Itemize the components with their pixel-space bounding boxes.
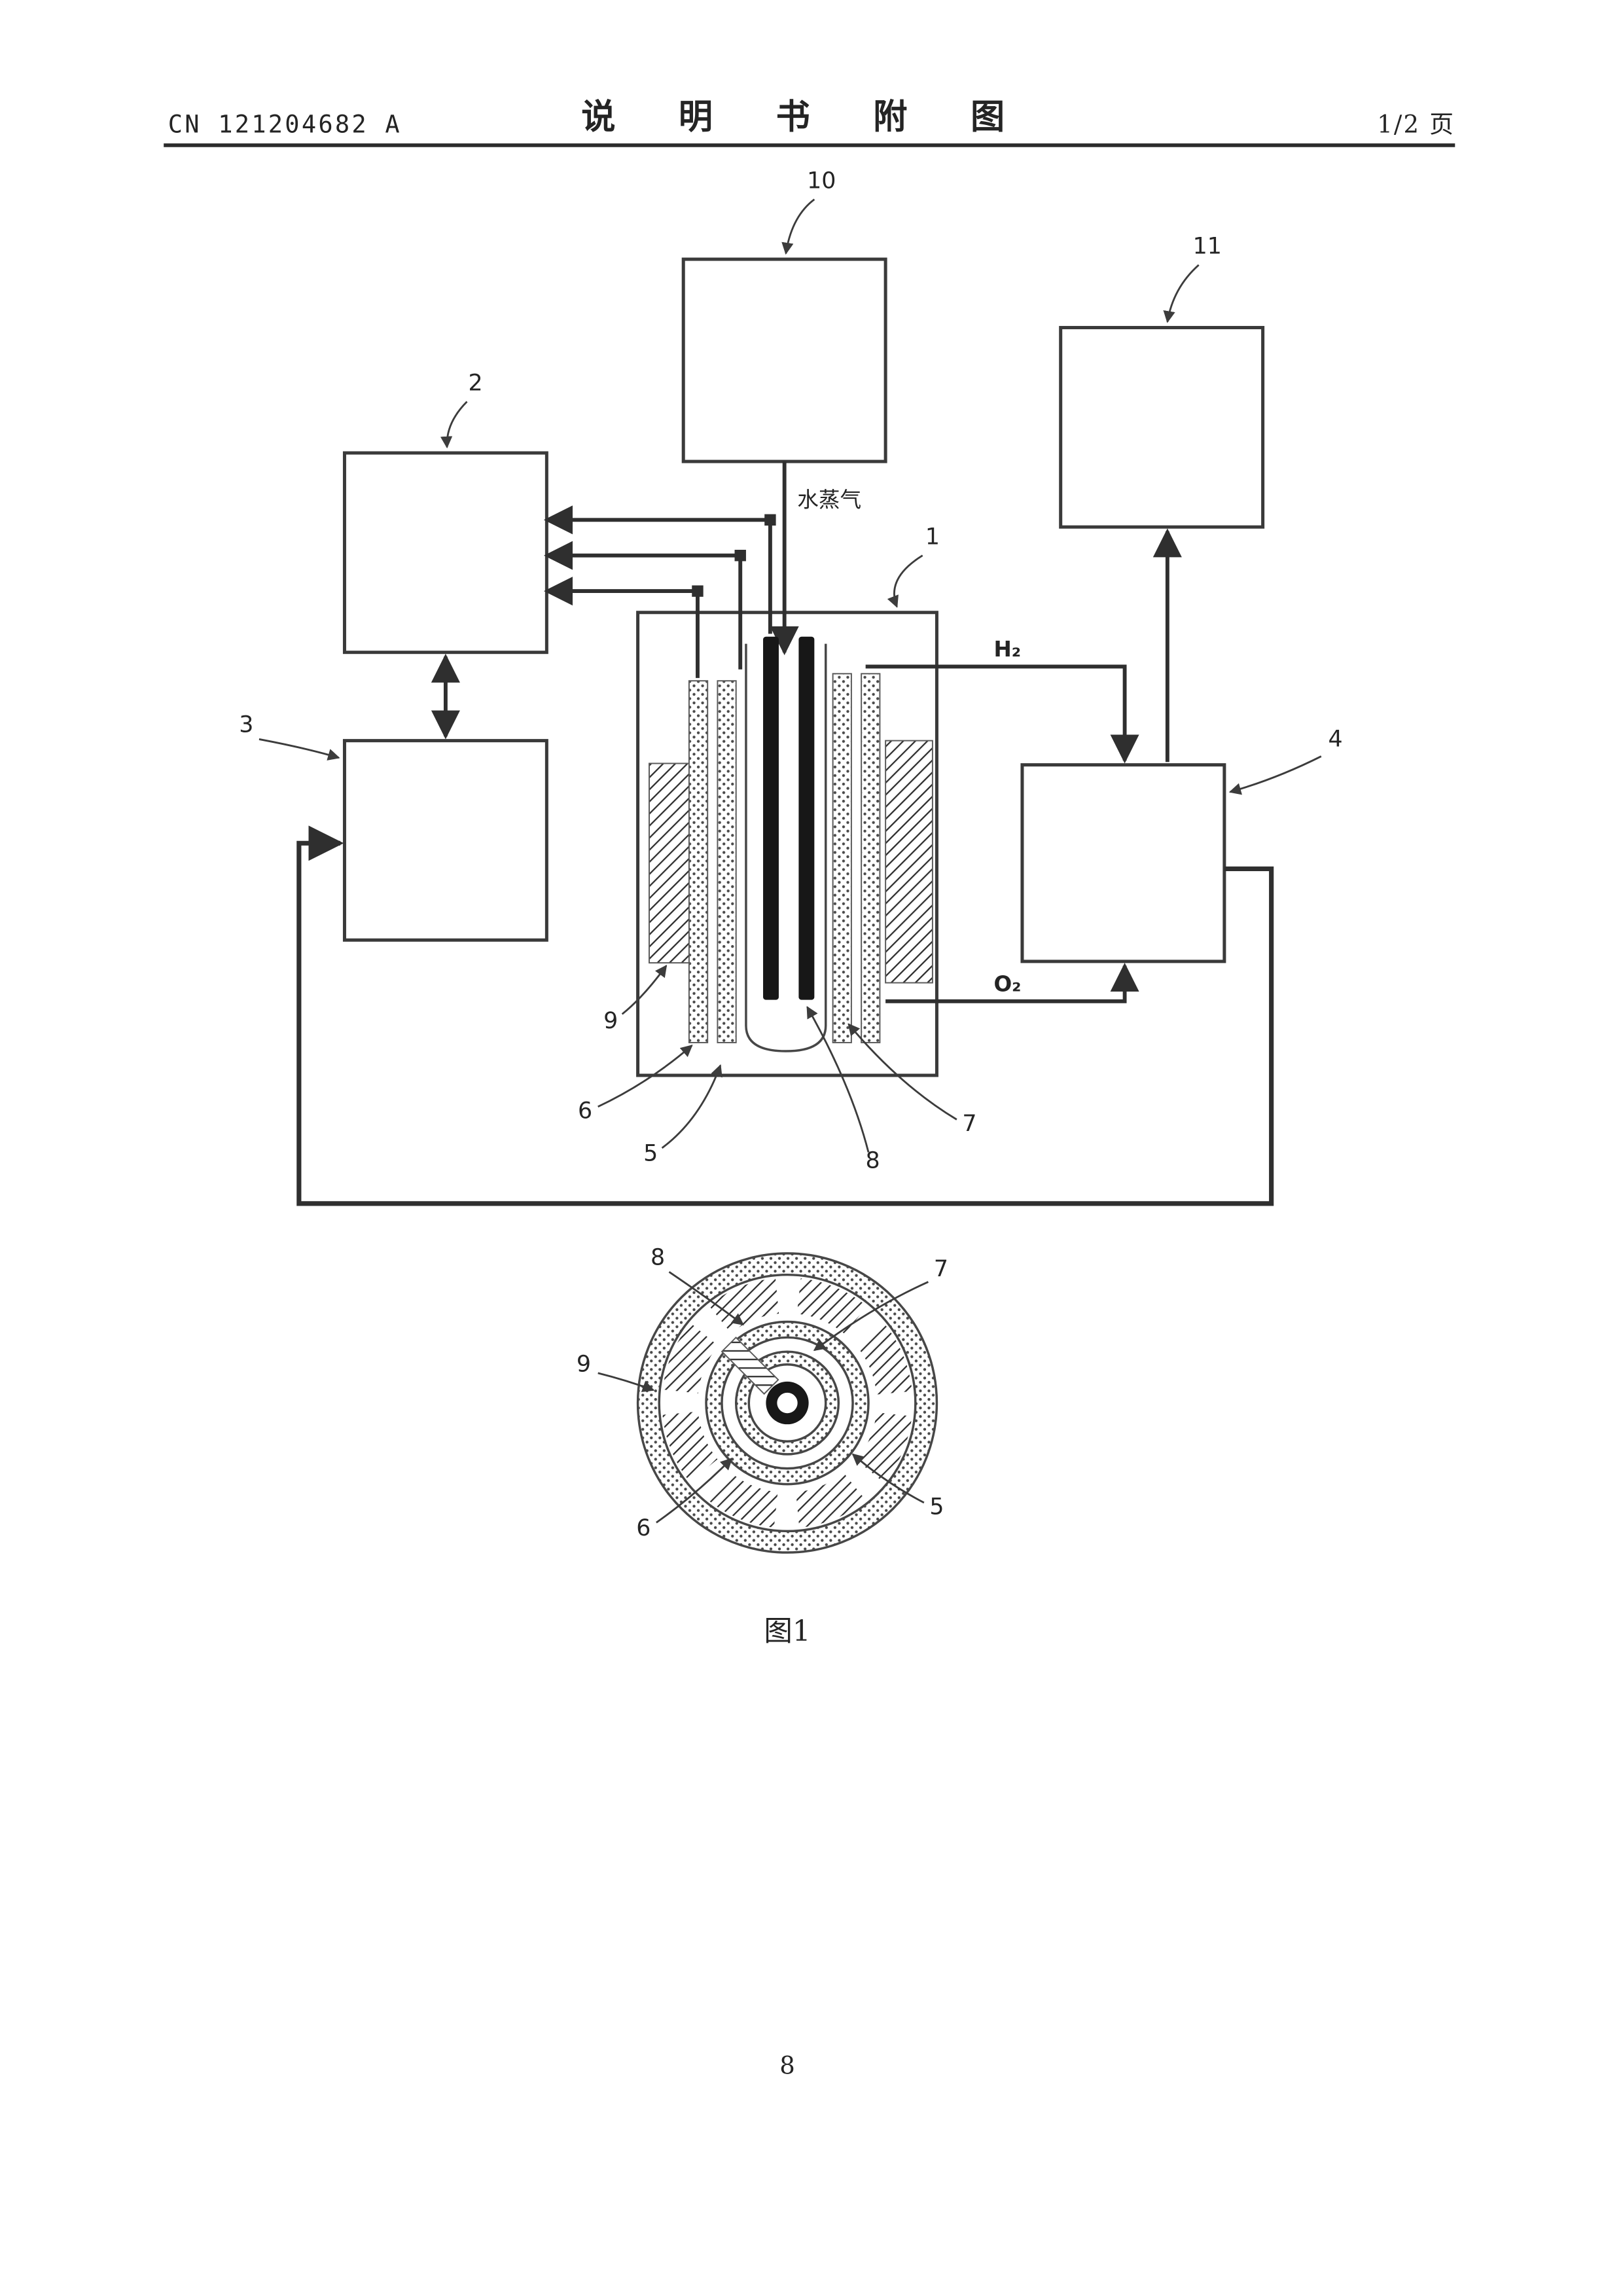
leader-8-fig1b	[668, 1271, 745, 1325]
h2-line	[865, 664, 1139, 764]
ref-10: 10	[807, 168, 836, 194]
ref-2: 2	[469, 370, 483, 396]
ref-3: 3	[239, 712, 253, 738]
leader-10	[781, 198, 815, 255]
heater-block-right	[885, 740, 933, 984]
figure-caption: 图1	[764, 1615, 810, 1648]
leader-9-fig1b	[597, 1372, 655, 1392]
mid-tube-outer-outline	[705, 1320, 870, 1486]
block-11-gas-storage	[1059, 326, 1265, 529]
label-water-vapor: 水蒸气	[797, 488, 861, 512]
wire-junction-dot-2	[734, 550, 746, 562]
outer-shell-outline	[636, 1252, 938, 1554]
header-title: 说 明 书 附 图	[581, 98, 1030, 137]
wire-junction-dot-1	[764, 514, 776, 526]
fig1-callouts: 10 11 2 1 3 4 9 6 5 8 7	[239, 168, 1342, 1174]
block-10-steam-source	[681, 257, 887, 463]
leader-6-fig1	[597, 1045, 693, 1108]
leader-5-fig1b	[851, 1453, 925, 1504]
mid-stippled-tube	[706, 1321, 869, 1484]
tube-wall-inner-right	[832, 673, 852, 1043]
inner-stippled-tube	[736, 1352, 839, 1454]
label-h2: H₂	[993, 637, 1021, 662]
cross-section-view	[636, 1252, 938, 1554]
leader-6-fig1b	[656, 1458, 733, 1524]
ref-11: 11	[1193, 233, 1222, 259]
page-number: 8	[779, 2052, 795, 2080]
mid-tube-inner-outline	[721, 1336, 854, 1470]
central-electrode-bore	[777, 1392, 798, 1414]
tube-wall-outer-right	[861, 673, 881, 1043]
leader-9-fig1	[621, 964, 668, 1015]
o2-line	[885, 963, 1139, 1003]
ref-8-fig1b: 8	[651, 1244, 665, 1270]
ref-6-fig1b: 6	[636, 1515, 651, 1541]
electrode-rod-right	[798, 636, 815, 1000]
inner-tube-inner-outline	[747, 1363, 827, 1443]
header-page-indicator: 1/2 页	[1377, 110, 1455, 138]
ref-6-fig1: 6	[578, 1098, 592, 1124]
electrode-rod-left	[763, 636, 779, 1000]
outer-shell-inner-outline	[658, 1273, 917, 1533]
ref-7-fig1b: 7	[934, 1256, 948, 1282]
outer-stippled-shell	[637, 1253, 937, 1553]
return-loop-line	[296, 825, 1274, 1206]
connection-lines	[296, 461, 1274, 1206]
hatched-vane	[721, 1336, 779, 1395]
label-o2: O₂	[993, 972, 1021, 997]
ref-1: 1	[925, 524, 940, 550]
ref-5-fig1: 5	[643, 1141, 658, 1167]
ref-4: 4	[1328, 726, 1342, 752]
leader-1	[887, 554, 923, 608]
ref-9-fig1b: 9	[577, 1352, 591, 1378]
leader-3	[259, 738, 340, 761]
block-2-power-supply	[342, 451, 548, 655]
leader-8-fig1	[806, 1005, 870, 1153]
header-doc-number: CN 121204682 A	[168, 110, 402, 138]
tube-wall-inner-left	[717, 680, 737, 1043]
leader-11	[1163, 264, 1200, 323]
cross-section-callouts: 8 7 9 6 5	[577, 1244, 948, 1541]
leader-4	[1228, 755, 1322, 795]
leader-5-fig1	[661, 1064, 722, 1149]
ref-9-fig1: 9	[603, 1008, 618, 1034]
inner-tube-outer-outline	[734, 1350, 840, 1456]
leader-7-fig1	[847, 1023, 957, 1121]
leader-2	[440, 401, 468, 449]
cell-internals	[649, 636, 933, 1052]
block-3-controller	[342, 739, 548, 942]
vane-rect	[721, 1336, 779, 1395]
ref-8-fig1: 8	[865, 1147, 880, 1174]
tube-wall-outer-left	[688, 680, 709, 1043]
wire-junction-dot-3	[692, 585, 704, 597]
block-4-separator	[1020, 763, 1226, 963]
ref-5-fig1b: 5	[929, 1494, 944, 1520]
ref-7-fig1: 7	[962, 1111, 976, 1137]
leader-7-fig1b	[813, 1281, 929, 1352]
